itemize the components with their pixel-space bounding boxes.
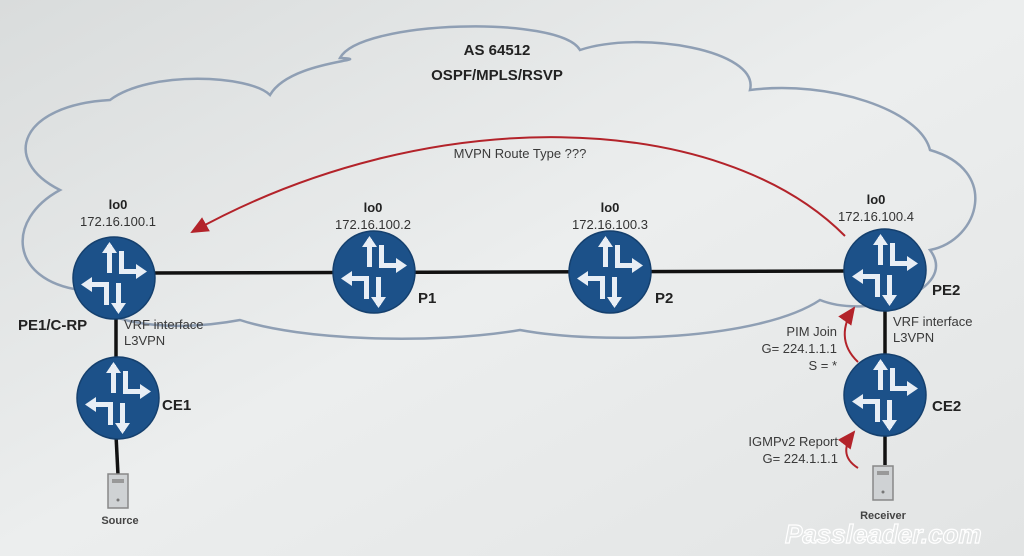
pe2-ce2-link-label: VRF interface <box>893 314 972 329</box>
pe2-lo-label: lo0 <box>867 192 886 207</box>
ce1-name: CE1 <box>162 397 191 414</box>
mvpn-route-label: MVPN Route Type ??? <box>454 146 587 161</box>
ce2-name: CE2 <box>932 398 961 415</box>
pe2-ip: 172.16.100.4 <box>838 209 914 224</box>
receiver-server-icon[interactable] <box>872 465 894 501</box>
pim-join-source: S = * <box>808 358 837 373</box>
source-label: Source <box>101 515 138 527</box>
source-server-icon[interactable] <box>107 473 129 509</box>
watermark: Passleader.com <box>785 519 982 549</box>
pe1-name: PE1/C-RP <box>18 317 87 334</box>
pim-join-arrow <box>838 306 859 363</box>
p1-lo-label: lo0 <box>364 200 383 215</box>
router-pe1[interactable] <box>72 236 156 320</box>
pe1-lo-label: lo0 <box>109 197 128 212</box>
router-pe2[interactable] <box>843 228 927 312</box>
igmp-report-group: G= 224.1.1.1 <box>762 451 838 466</box>
as-cloud <box>21 25 977 340</box>
pe1-ip: 172.16.100.1 <box>80 214 156 229</box>
cloud-title: AS 64512 <box>464 42 531 59</box>
p1-ip: 172.16.100.2 <box>335 217 411 232</box>
receiver-label: Receiver <box>860 510 907 522</box>
mvpn-route-arrow <box>190 136 846 237</box>
router-ce2[interactable] <box>843 353 927 437</box>
p2-name: P2 <box>655 290 673 307</box>
pe1-ce1-link-type: L3VPN <box>124 333 165 348</box>
router-p1[interactable] <box>332 230 416 314</box>
p1-name: P1 <box>418 290 436 307</box>
router-p2[interactable] <box>568 230 652 314</box>
cloud-subtitle: OSPF/MPLS/RSVP <box>431 67 563 84</box>
links <box>114 269 887 476</box>
pe1-ce1-link-label: VRF interface <box>124 317 203 332</box>
router-ce1[interactable] <box>76 356 160 440</box>
p2-lo-label: lo0 <box>601 200 620 215</box>
pim-join-label: PIM Join <box>786 324 837 339</box>
igmp-report-arrow <box>837 430 859 469</box>
igmp-report-label: IGMPv2 Report <box>748 434 838 449</box>
pe2-ce2-link-type: L3VPN <box>893 330 934 345</box>
pe2-name: PE2 <box>932 282 960 299</box>
pim-join-group: G= 224.1.1.1 <box>761 341 837 356</box>
p2-ip: 172.16.100.3 <box>572 217 648 232</box>
